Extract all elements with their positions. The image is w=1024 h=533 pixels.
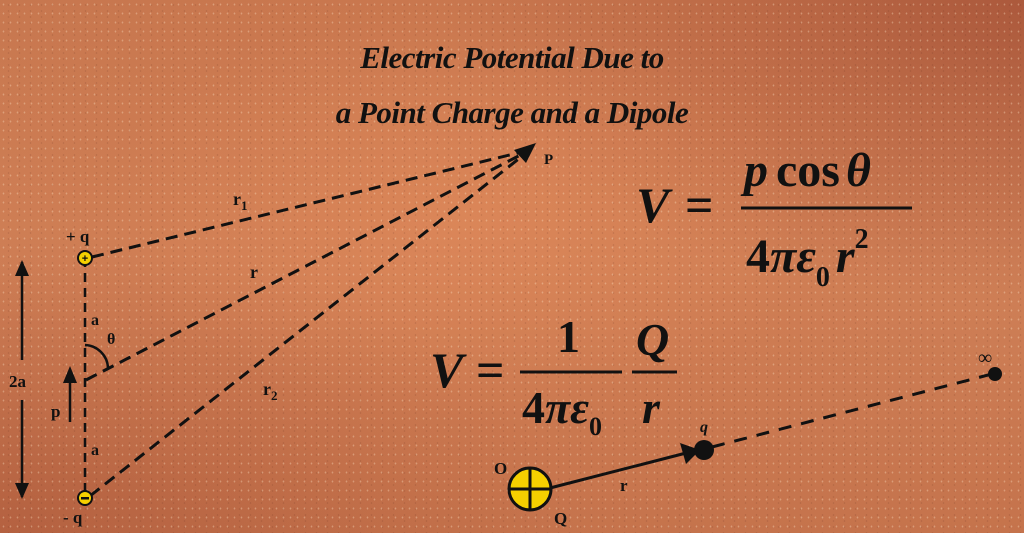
- dipole-diagram: P r1 r r2 θ a a 2a p + + q - q: [9, 143, 553, 527]
- point-charge-diagram: r ∞ q O Q: [494, 347, 1002, 528]
- positive-symbol: +: [82, 253, 88, 265]
- r-label: r: [250, 262, 258, 282]
- formula-v-point: V: [430, 342, 467, 398]
- formula-equals-point: =: [476, 342, 505, 398]
- half-length-label-top: a: [91, 312, 99, 329]
- infinity-point-icon: [988, 367, 1002, 381]
- r-vector-label: r: [620, 476, 628, 495]
- test-charge-label: q: [700, 419, 708, 436]
- total-length-label: 2a: [9, 372, 27, 391]
- angle-arc: [84, 343, 110, 369]
- arrow-down-icon: [15, 483, 29, 499]
- angle-theta-label: θ: [107, 331, 115, 348]
- point-p-arrowhead-icon: [514, 143, 536, 163]
- r-line: [85, 148, 531, 382]
- dipole-moment-label: p: [51, 402, 60, 421]
- title-line-1: Electric Potential Due to: [360, 40, 664, 75]
- source-charge-label: Q: [554, 509, 567, 528]
- fraction1-numerator: 1: [557, 311, 580, 362]
- formula-equals: =: [685, 177, 714, 233]
- r2-label: r2: [263, 379, 278, 403]
- dipole-moment-arrowhead-icon: [63, 366, 77, 383]
- half-length-label-bottom: a: [91, 442, 99, 459]
- infinity-label: ∞: [978, 347, 992, 369]
- positive-charge-label: + q: [66, 227, 90, 246]
- r-vector-line: [549, 450, 691, 490]
- path-to-infinity-line: [711, 372, 993, 449]
- fraction1-denominator: 4πε0: [522, 382, 602, 441]
- negative-charge-label: - q: [63, 508, 83, 527]
- point-charge-potential-formula: V = 1 4πε0 Q r: [430, 311, 677, 441]
- positive-charge-icon: [77, 250, 93, 266]
- r2-line: [89, 148, 531, 498]
- arrow-up-icon: [15, 260, 29, 276]
- title-line-2: a Point Charge and a Dipole: [335, 95, 689, 130]
- r1-label: r1: [233, 189, 248, 213]
- negative-symbol: [81, 497, 89, 500]
- origin-label: O: [494, 459, 507, 478]
- test-charge-icon: [694, 440, 714, 460]
- fraction2-numerator: Q: [636, 314, 669, 365]
- point-p-label: P: [544, 152, 553, 168]
- fraction2-denominator: r: [642, 382, 661, 433]
- formula-v: V: [636, 177, 673, 233]
